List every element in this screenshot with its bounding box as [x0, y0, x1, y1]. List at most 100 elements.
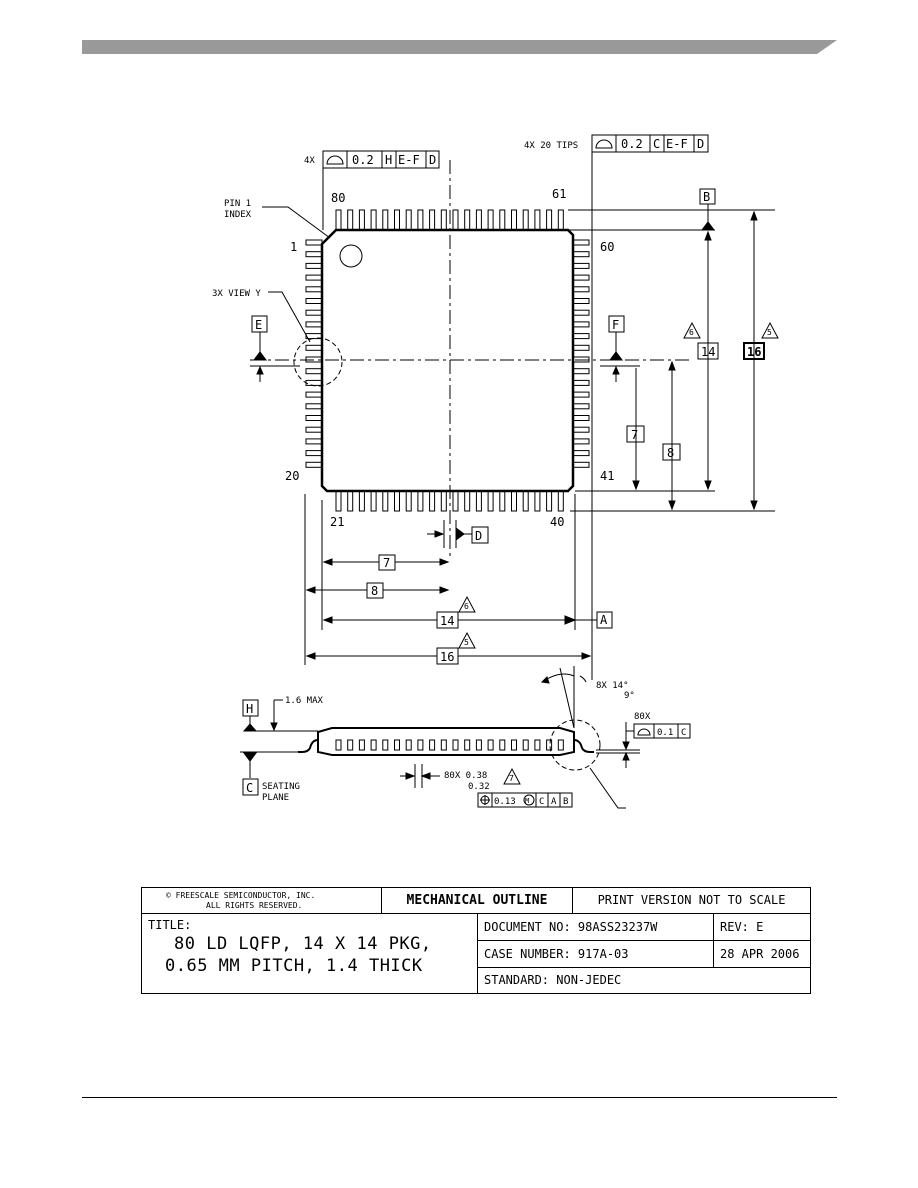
svg-text:B: B — [563, 797, 568, 807]
lead — [335, 209, 342, 231]
lead — [382, 209, 389, 231]
mechanical-outline-label: MECHANICAL OUTLINE — [406, 893, 548, 908]
svg-text:D: D — [429, 153, 436, 167]
lead — [394, 739, 400, 751]
rev-cell: REV: E — [713, 913, 811, 941]
mechanical-drawing: PIN 1 INDEX 80 61 1 60 20 41 21 40 3X VI… — [212, 134, 779, 809]
lead — [305, 368, 323, 375]
svg-text:D: D — [475, 529, 482, 543]
view-y-leader — [268, 291, 311, 343]
lead — [305, 321, 323, 328]
seating-plane-label-2: PLANE — [262, 793, 289, 803]
lead — [572, 321, 590, 328]
pin-label-61: 61 — [552, 187, 566, 201]
side-view — [240, 727, 594, 756]
lead — [305, 239, 323, 246]
lead — [522, 490, 529, 512]
lead — [440, 209, 447, 231]
lead — [305, 415, 323, 421]
lead — [305, 391, 323, 398]
lead — [572, 438, 590, 445]
lead — [405, 490, 412, 512]
revision: REV: E — [720, 920, 764, 934]
lead — [511, 209, 517, 231]
header-bar — [82, 40, 837, 54]
pin-label-41: 41 — [600, 469, 614, 483]
lead — [572, 415, 590, 421]
svg-text:7: 7 — [631, 428, 638, 442]
footer-rule — [82, 1097, 837, 1098]
lead — [358, 490, 365, 512]
dim-7-vertical: 7 — [626, 368, 645, 491]
lead — [499, 739, 506, 751]
svg-text:80X: 80X — [634, 712, 651, 722]
lead — [429, 739, 436, 751]
pin-label-20: 20 — [285, 469, 299, 483]
svg-text:E-F: E-F — [398, 153, 420, 167]
lead — [546, 490, 553, 512]
lead — [305, 379, 323, 386]
lead — [429, 490, 436, 512]
leads-right — [572, 239, 590, 468]
print-version-cell: PRINT VERSION NOT TO SCALE — [572, 887, 811, 914]
svg-text:0.2: 0.2 — [621, 137, 643, 151]
document-no-cell: DOCUMENT NO: 98ASS23237W — [477, 913, 714, 941]
title-block: © FREESCALE SEMICONDUCTOR, INC. ALL RIGH… — [141, 887, 811, 994]
lead — [557, 739, 564, 751]
lead — [572, 239, 590, 246]
lead-width-dim: 80X 0.38 0.32 7 — [400, 764, 521, 792]
case-number-cell: CASE NUMBER: 917A-03 — [477, 940, 714, 968]
svg-text:14: 14 — [440, 614, 454, 628]
lead — [464, 490, 471, 512]
lead — [534, 490, 541, 512]
coplanarity-frame: 80X 0.1 C — [596, 712, 691, 768]
lead — [522, 209, 529, 231]
lead — [358, 209, 365, 231]
lead — [572, 298, 590, 304]
lead — [417, 490, 424, 512]
lead — [572, 450, 590, 457]
lead — [572, 309, 590, 316]
lead — [546, 209, 553, 231]
pin1-index-label-2: INDEX — [224, 210, 252, 220]
svg-text:F: F — [612, 318, 619, 332]
standard-cell: STANDARD: NON-JEDEC — [477, 967, 811, 994]
datum-f: F — [600, 315, 640, 382]
svg-text:C: C — [653, 137, 660, 151]
svg-text:9°: 9° — [624, 691, 635, 701]
lead — [572, 333, 590, 340]
lead — [546, 739, 553, 751]
lead — [557, 209, 564, 231]
lead — [305, 298, 323, 304]
datum-e: E — [250, 315, 300, 382]
svg-text:H: H — [246, 702, 253, 716]
lead — [452, 739, 459, 751]
lead — [487, 739, 494, 751]
lead — [534, 209, 541, 231]
tol-prefix-left: 4X — [304, 156, 315, 166]
lead — [417, 739, 424, 751]
leads-top — [335, 209, 564, 231]
lead — [394, 209, 400, 231]
lead — [370, 739, 377, 751]
lead — [305, 438, 323, 445]
lead — [534, 739, 541, 751]
svg-text:16: 16 — [747, 345, 761, 359]
svg-text:8: 8 — [371, 584, 378, 598]
copyright-line-2: ALL RIGHTS RESERVED. — [206, 901, 303, 910]
lead — [511, 739, 517, 751]
lead — [347, 739, 354, 751]
svg-text:A: A — [551, 797, 557, 807]
dim-8-horizontal: 8 — [305, 582, 450, 599]
lead — [572, 379, 590, 386]
title-line-1: 80 LD LQFP, 14 X 14 PKG, — [174, 934, 432, 954]
lead — [370, 209, 377, 231]
position-tolerance-frame: 0.13 M C A B — [477, 792, 573, 808]
svg-text:0.32: 0.32 — [468, 782, 490, 792]
datum-d: D — [427, 520, 489, 548]
lead — [347, 209, 354, 231]
lead — [305, 403, 323, 410]
lead — [305, 274, 323, 281]
lead — [475, 490, 482, 512]
center-lines — [250, 160, 690, 560]
